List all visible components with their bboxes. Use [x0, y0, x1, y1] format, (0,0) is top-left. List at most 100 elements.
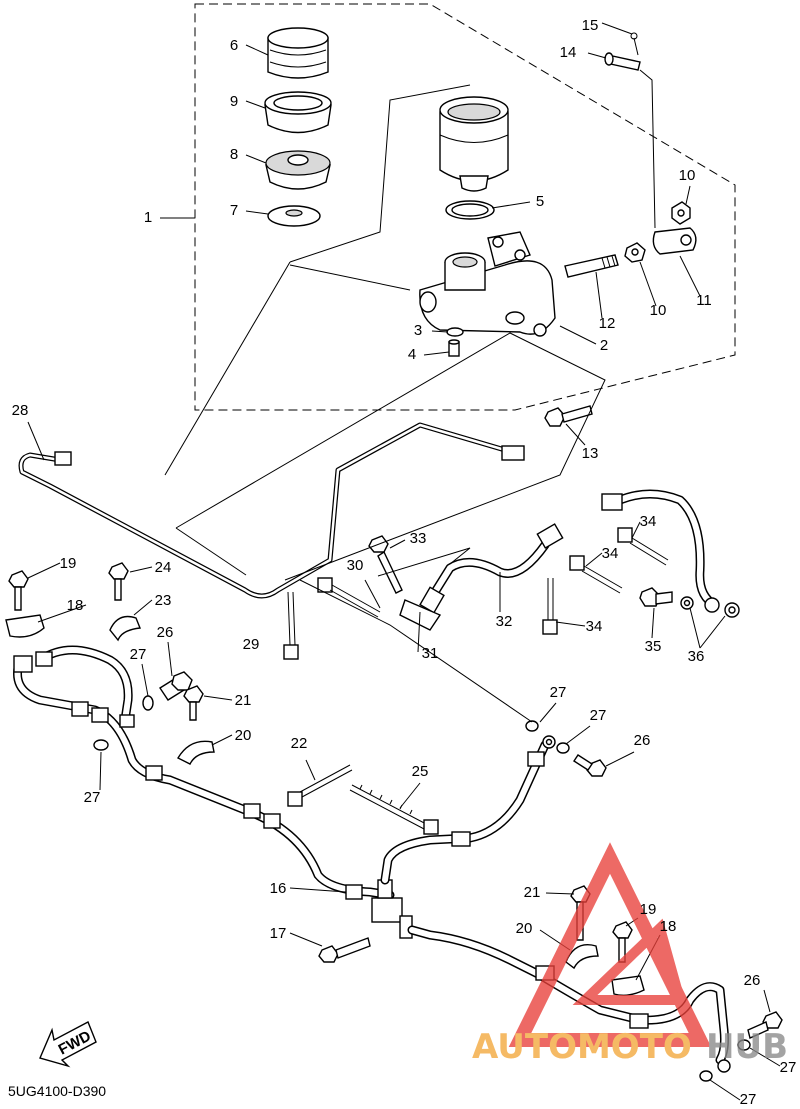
callout-c26a: 26: [157, 624, 174, 641]
callout-c13: 13: [582, 445, 599, 462]
brake-hose-32: [419, 523, 564, 614]
clevis-pin: [604, 52, 641, 71]
leader-lines: [27, 22, 781, 1101]
callout-c31: 31: [422, 645, 439, 662]
assembly-outline: [194, 3, 736, 411]
bolt-35: [639, 587, 673, 607]
callout-c9: 9: [230, 93, 238, 110]
callout-c34c: 34: [586, 618, 603, 635]
clamp-18-right: [611, 975, 645, 997]
bleed-screw: [448, 339, 460, 357]
callout-c23: 23: [155, 592, 172, 609]
callout-c26c: 26: [744, 972, 761, 989]
callout-c27c: 27: [550, 684, 567, 701]
callout-c32: 32: [496, 613, 513, 630]
callout-c8: 8: [230, 146, 238, 163]
clamp-18-left: [5, 614, 45, 638]
banjo-bolt-26-mid: [573, 754, 607, 777]
callout-c4: 4: [408, 346, 416, 363]
bolt-17: [318, 937, 371, 963]
brake-hose-36: [601, 489, 740, 618]
bolt-13: [544, 405, 593, 427]
callout-c33: 33: [410, 530, 427, 547]
callout-c10a: 10: [679, 167, 696, 184]
reservoir-plate: [264, 91, 332, 134]
callout-c19b: 19: [640, 901, 657, 918]
callout-c22: 22: [291, 735, 308, 752]
junction-block: [371, 879, 413, 939]
washer-27-left: [142, 695, 154, 711]
banjo-washer: [446, 327, 464, 337]
clamp-20-left: [177, 740, 215, 765]
bolt-24: [108, 562, 129, 601]
cable-tie-25: [349, 784, 439, 835]
callout-c28: 28: [12, 402, 29, 419]
callout-c21b: 21: [524, 884, 541, 901]
reservoir-cap: [267, 27, 329, 79]
callout-c21a: 21: [235, 692, 252, 709]
washer-27-mid: [525, 720, 570, 754]
clamp-20-right: [565, 944, 599, 970]
callout-labels: 1234567891010111213141516171818191920202…: [12, 17, 797, 1108]
callout-c27d: 27: [590, 707, 607, 724]
brake-pipe: [18, 422, 525, 599]
watermark-logo: AUTOMOTO HUB: [472, 842, 788, 1067]
nut-upper: [671, 201, 691, 225]
callout-c25: 25: [412, 763, 429, 780]
washer-27-lower: [93, 739, 109, 751]
clevis: [652, 227, 697, 255]
drawing-code: 5UG4100-D390: [8, 1083, 106, 1099]
cable-tie-22: [287, 764, 353, 807]
callout-c17: 17: [270, 925, 287, 942]
callout-c26b: 26: [634, 732, 651, 749]
reservoir-diaphragm: [265, 150, 331, 190]
callout-c27a: 27: [130, 646, 147, 663]
clamp-23: [109, 615, 141, 642]
callout-c27e: 27: [780, 1059, 797, 1076]
cotter-pin: [630, 32, 639, 56]
callout-c1: 1: [144, 209, 152, 226]
hose-clamp: [445, 200, 495, 220]
callout-c18a: 18: [67, 597, 84, 614]
bolt-19-right: [612, 921, 633, 963]
fwd-arrow: FWD: [39, 1021, 97, 1068]
callout-c27b: 27: [84, 789, 101, 806]
callout-c19a: 19: [60, 555, 77, 572]
callout-c11: 11: [696, 292, 712, 309]
nut-lower: [624, 242, 646, 263]
callout-c34a: 34: [640, 513, 657, 530]
brake-hose-mid: [380, 735, 556, 885]
banjo-bolt-26-right: [747, 1011, 783, 1039]
bolt-21-left: [183, 685, 204, 721]
callout-c36: 36: [688, 648, 705, 665]
master-cylinder: [419, 231, 556, 337]
reservoir-float: [267, 205, 321, 227]
callout-c7: 7: [230, 202, 238, 219]
cable-tie-29: [283, 591, 299, 660]
callout-c35: 35: [645, 638, 662, 655]
callout-c29: 29: [243, 636, 260, 653]
callout-c6: 6: [230, 37, 238, 54]
callout-c34b: 34: [602, 545, 619, 562]
washer-27-right: [699, 1039, 751, 1082]
pushrod: [564, 254, 619, 278]
callout-c14: 14: [560, 44, 577, 61]
reservoir-tank: [439, 96, 509, 192]
callout-c20b: 20: [516, 920, 533, 937]
callout-c24: 24: [155, 559, 172, 576]
callout-c27f: 27: [740, 1091, 757, 1108]
cable-tie-30: [317, 577, 381, 618]
callout-c18b: 18: [660, 918, 677, 935]
bolt-19-left: [8, 570, 29, 611]
callout-c16: 16: [270, 880, 287, 897]
callout-c2: 2: [600, 337, 608, 354]
cable-tie-34b: [569, 555, 623, 594]
callout-c12: 12: [599, 315, 616, 332]
brake-hose-left: [13, 645, 395, 900]
banjo-bolt-26-left: [159, 671, 193, 701]
watermark-text-grey: HUB: [706, 1027, 788, 1067]
callout-c30: 30: [347, 557, 364, 574]
cable-tie-34c: [542, 578, 558, 635]
callout-c20a: 20: [235, 727, 252, 744]
